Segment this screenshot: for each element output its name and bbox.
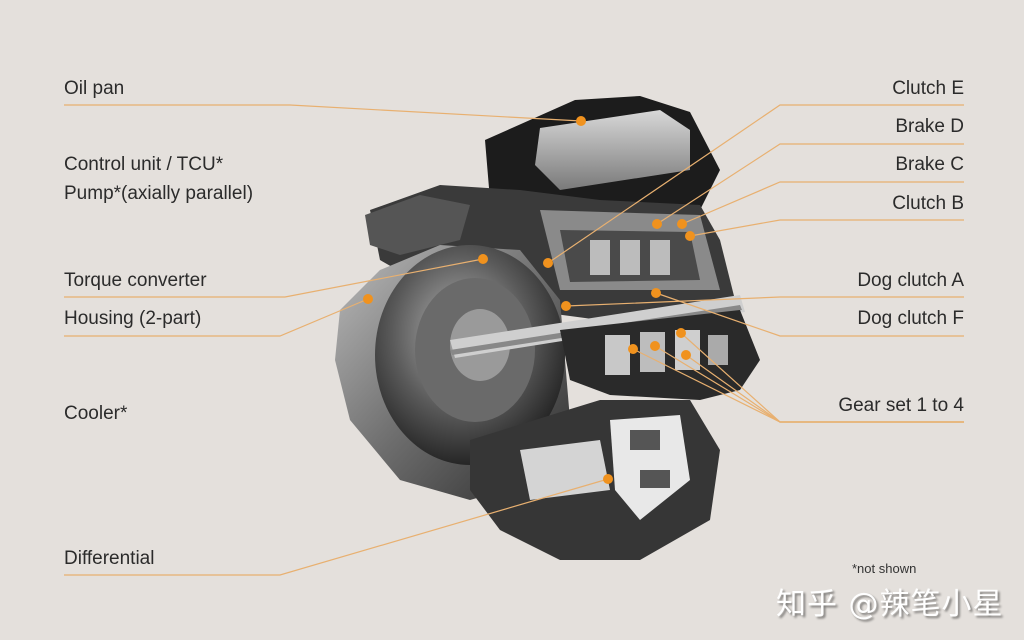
footnote-not-shown: *not shown xyxy=(852,561,917,576)
dot-oil-pan xyxy=(576,116,586,126)
dot-gear-4 xyxy=(681,350,691,360)
label-differential: Differential xyxy=(64,548,155,569)
transmission-body xyxy=(335,96,760,560)
dot-differential xyxy=(603,474,613,484)
dot-clutch-e xyxy=(543,258,553,268)
dot-dog-clutch-f xyxy=(651,288,661,298)
label-clutch-e: Clutch E xyxy=(892,78,964,99)
dot-brake-c xyxy=(677,219,687,229)
dot-housing xyxy=(363,294,373,304)
label-control-unit: Control unit / TCU* xyxy=(64,154,224,175)
label-oil-pan: Oil pan xyxy=(64,78,125,99)
dot-brake-d xyxy=(652,219,662,229)
dot-gear-3 xyxy=(676,328,686,338)
label-pump: Pump*(axially parallel) xyxy=(64,183,254,204)
dot-torque-converter xyxy=(478,254,488,264)
leader-lines-left xyxy=(64,104,609,576)
leader-lines-right xyxy=(547,104,964,423)
label-torque-converter: Torque converter xyxy=(64,270,207,291)
dot-gear-2 xyxy=(650,341,660,351)
label-brake-c: Brake C xyxy=(895,154,964,175)
dot-gear-1 xyxy=(628,344,638,354)
watermark: 知乎 @辣笔小星 xyxy=(776,587,1004,622)
label-dog-clutch-f: Dog clutch F xyxy=(857,308,964,329)
marker-dots xyxy=(363,116,695,484)
label-housing: Housing (2-part) xyxy=(64,308,202,329)
label-brake-d: Brake D xyxy=(895,116,964,137)
label-gear-set: Gear set 1 to 4 xyxy=(838,395,964,416)
label-cooler: Cooler* xyxy=(64,403,128,424)
dot-dog-clutch-a xyxy=(561,301,571,311)
label-dog-clutch-a: Dog clutch A xyxy=(857,270,964,291)
dot-clutch-b xyxy=(685,231,695,241)
label-clutch-b: Clutch B xyxy=(892,193,964,214)
